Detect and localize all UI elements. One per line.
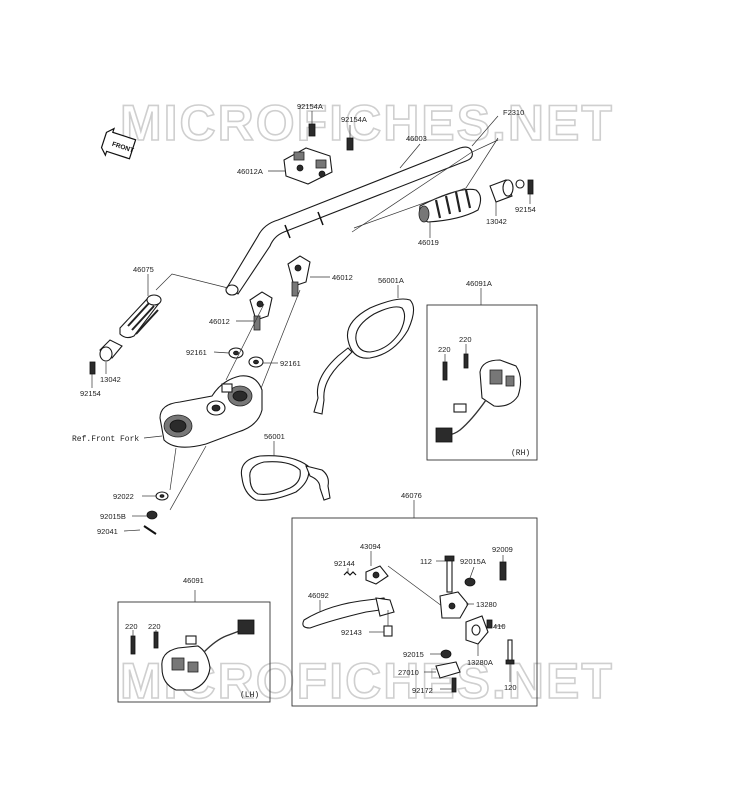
- label-ref-front-fork: Ref.Front Fork: [72, 435, 139, 444]
- bolt-92154-left: [89, 361, 96, 375]
- screw-220-lh-b: [153, 631, 159, 649]
- label-92041: 92041: [97, 527, 118, 536]
- label-92172: 92172: [412, 686, 433, 695]
- watermark-top: MICROFICHES.NET: [120, 95, 614, 151]
- pin-410: [486, 619, 493, 629]
- label-120: 120: [504, 683, 517, 692]
- label-46092: 46092: [308, 591, 329, 600]
- bolt-92154-right: [527, 179, 534, 195]
- screw-92009: [499, 561, 507, 581]
- clamp-13280A: [465, 615, 489, 645]
- bolt-120: [505, 639, 515, 665]
- lever-switch-43094: [365, 565, 389, 585]
- bolt-92154A-a: [308, 123, 316, 137]
- mirror-right: [313, 298, 415, 415]
- label-46075: 46075: [133, 265, 154, 274]
- label-92022: 92022: [113, 492, 134, 501]
- label-43094: 43094: [360, 542, 381, 551]
- label-46012-left: 46012: [209, 317, 230, 326]
- label-13280: 13280: [476, 600, 497, 609]
- label-46012-right: 46012: [332, 273, 353, 282]
- clutch-lever: [302, 597, 395, 629]
- label-46019: 46019: [418, 238, 439, 247]
- label-46076: 46076: [401, 491, 422, 500]
- label-92154A-b: 92154A: [341, 115, 367, 124]
- switch-right: [435, 359, 522, 443]
- end-weight-left: [99, 339, 123, 362]
- rh-switch-box: [426, 304, 538, 461]
- label-56001A: 56001A: [378, 276, 404, 285]
- bolt-112: [444, 555, 455, 593]
- lh-switch-box: [117, 601, 271, 703]
- label-92015B: 92015B: [100, 512, 126, 521]
- upper-holder: [283, 147, 333, 185]
- label-220-lh-b: 220: [148, 622, 161, 631]
- front-arrow-icon: FRONT: [100, 127, 137, 160]
- label-220-rh-b: 220: [459, 335, 472, 344]
- label-13280A: 13280A: [467, 658, 493, 667]
- switch-left: [161, 619, 255, 691]
- switch-27010: [435, 661, 461, 679]
- screw-220-rh-b: [463, 353, 469, 369]
- label-56001: 56001: [264, 432, 285, 441]
- label-92161-right: 92161: [280, 359, 301, 368]
- label-92154-right: 92154: [515, 205, 536, 214]
- label-lh: (LH): [240, 691, 259, 700]
- screw-220-lh-a: [130, 635, 136, 655]
- upper-triple-clamp: [159, 375, 263, 448]
- label-92015: 92015: [403, 650, 424, 659]
- label-27010: 27010: [398, 668, 419, 677]
- label-220-lh-a: 220: [125, 622, 138, 631]
- bolt-92154A-b: [346, 137, 354, 151]
- label-46012A: 46012A: [237, 167, 263, 176]
- label-46091A: 46091A: [466, 279, 492, 288]
- label-92143: 92143: [341, 628, 362, 637]
- label-13042-right: 13042: [486, 217, 507, 226]
- label-92009: 92009: [492, 545, 513, 554]
- label-13042-left: 13042: [100, 375, 121, 384]
- label-92154A-a: 92154A: [297, 102, 323, 111]
- label-46003: 46003: [406, 134, 427, 143]
- washer-92161-right: [248, 356, 264, 368]
- end-weight-right: [489, 179, 525, 203]
- screw-92172: [451, 677, 457, 693]
- spring-92144: [343, 571, 357, 576]
- lever-box: [291, 517, 538, 707]
- lower-holder-right: [287, 255, 311, 297]
- washer-92022: [155, 491, 169, 501]
- lever-holder-13280: [439, 591, 469, 619]
- screw-220-rh-a: [442, 361, 448, 381]
- grip-right: [418, 188, 482, 223]
- label-220-rh-a: 220: [438, 345, 451, 354]
- nut-92015: [440, 649, 452, 659]
- nut-92015A: [464, 577, 476, 587]
- nut-92015B: [146, 510, 158, 520]
- label-92161-left: 92161: [186, 348, 207, 357]
- label-46091: 46091: [183, 576, 204, 585]
- label-rh: (RH): [511, 449, 530, 458]
- diagram-code: F2310: [503, 108, 524, 117]
- lower-holder-left: [249, 291, 273, 331]
- label-92154-left: 92154: [80, 389, 101, 398]
- grip-left: [119, 294, 162, 339]
- label-92144: 92144: [334, 559, 355, 568]
- label-92015A: 92015A: [460, 557, 486, 566]
- mirror-left: [240, 455, 331, 501]
- label-112: 112: [420, 557, 432, 566]
- label-410: 410: [493, 622, 506, 631]
- pin-92041: [143, 525, 157, 535]
- collar-92143: [383, 625, 393, 637]
